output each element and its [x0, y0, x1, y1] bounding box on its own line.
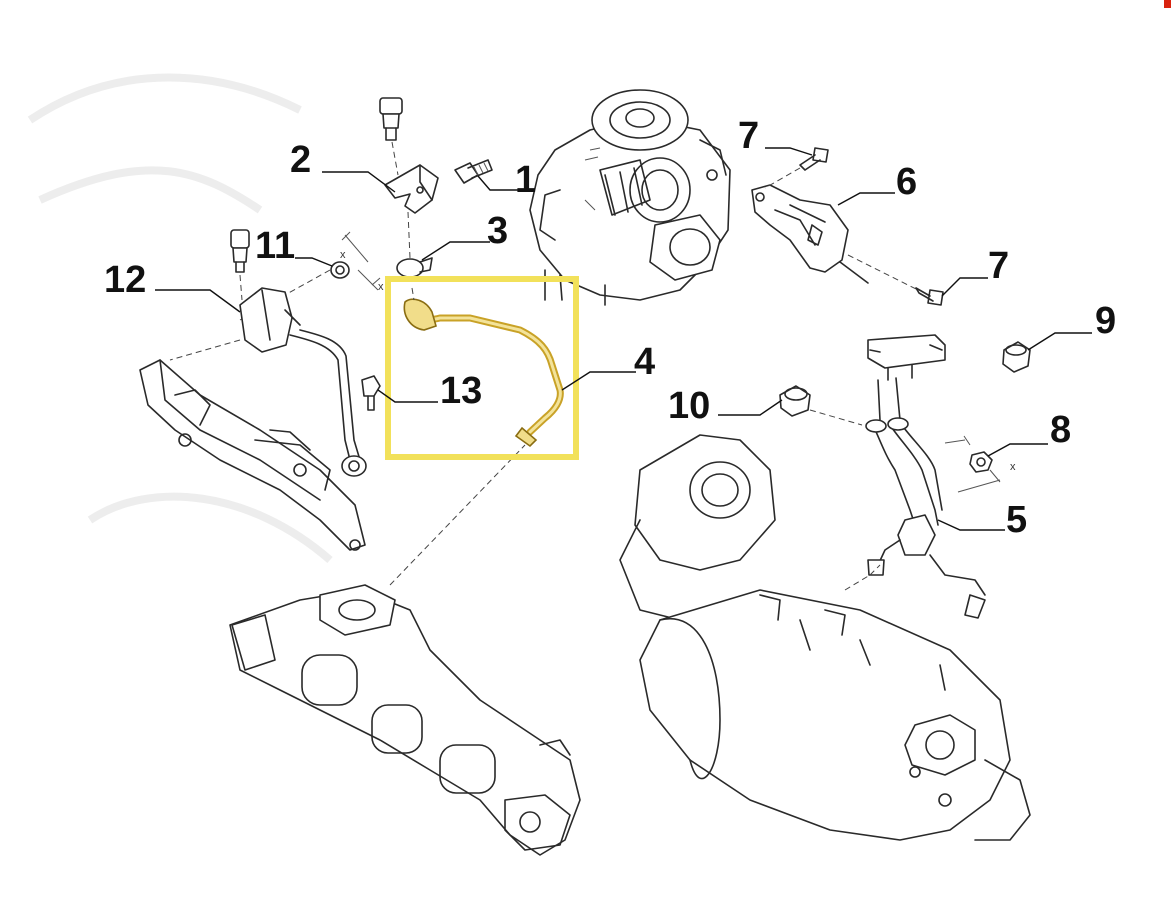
background-ghost-lines — [27, 73, 333, 564]
callout-4: 4 — [634, 341, 655, 383]
exhaust-manifold — [229, 444, 581, 856]
callout-1: 1 — [515, 159, 536, 201]
callout-7b: 7 — [988, 245, 1009, 287]
part-8-nut — [944, 435, 1001, 493]
part-10-cap — [779, 385, 863, 426]
dimension-mark: x — [340, 249, 346, 261]
callout-13: 13 — [440, 370, 482, 412]
callout-9: 9 — [1095, 300, 1116, 342]
turbocharger — [529, 89, 731, 306]
callout-11: 11 — [255, 225, 295, 267]
corner-mark — [1164, 0, 1171, 8]
callout-3: 3 — [487, 210, 508, 252]
callout-6: 6 — [896, 161, 917, 203]
callout-2: 2 — [290, 139, 311, 181]
part-13-bolt — [361, 375, 381, 411]
part-7-bolt-bottom — [915, 287, 944, 306]
part-12-pipe-bracket — [169, 287, 367, 477]
part-9-cap — [1002, 341, 1031, 373]
callout-12: 12 — [104, 259, 146, 301]
part-3-clamp — [396, 211, 433, 278]
part-11-sensor — [230, 229, 350, 321]
dimension-mark: x — [1010, 461, 1016, 473]
part-1-bolt — [454, 159, 493, 184]
mounting-bracket-left — [139, 359, 366, 551]
callout-10: 10 — [668, 385, 710, 427]
leader-lines — [155, 147, 1092, 531]
dimension-mark: x — [378, 281, 384, 293]
part-6-heat-shield — [751, 184, 919, 291]
highlight-box — [385, 276, 579, 460]
dimension-marks: x x x — [340, 231, 1016, 473]
callout-8: 8 — [1050, 409, 1071, 451]
callout-labels: 1 2 3 4 5 6 7 7 8 9 10 11 12 13 — [104, 115, 1116, 541]
part-4-highlighted-pipe — [403, 287, 564, 448]
part-7-bolt-top — [764, 147, 829, 189]
callout-7a: 7 — [738, 115, 759, 157]
part-5-sensor-pipes — [844, 334, 986, 619]
part-2-bracket — [379, 97, 439, 214]
callout-5: 5 — [1006, 499, 1027, 541]
catalytic-converter-dpf — [619, 434, 1031, 841]
